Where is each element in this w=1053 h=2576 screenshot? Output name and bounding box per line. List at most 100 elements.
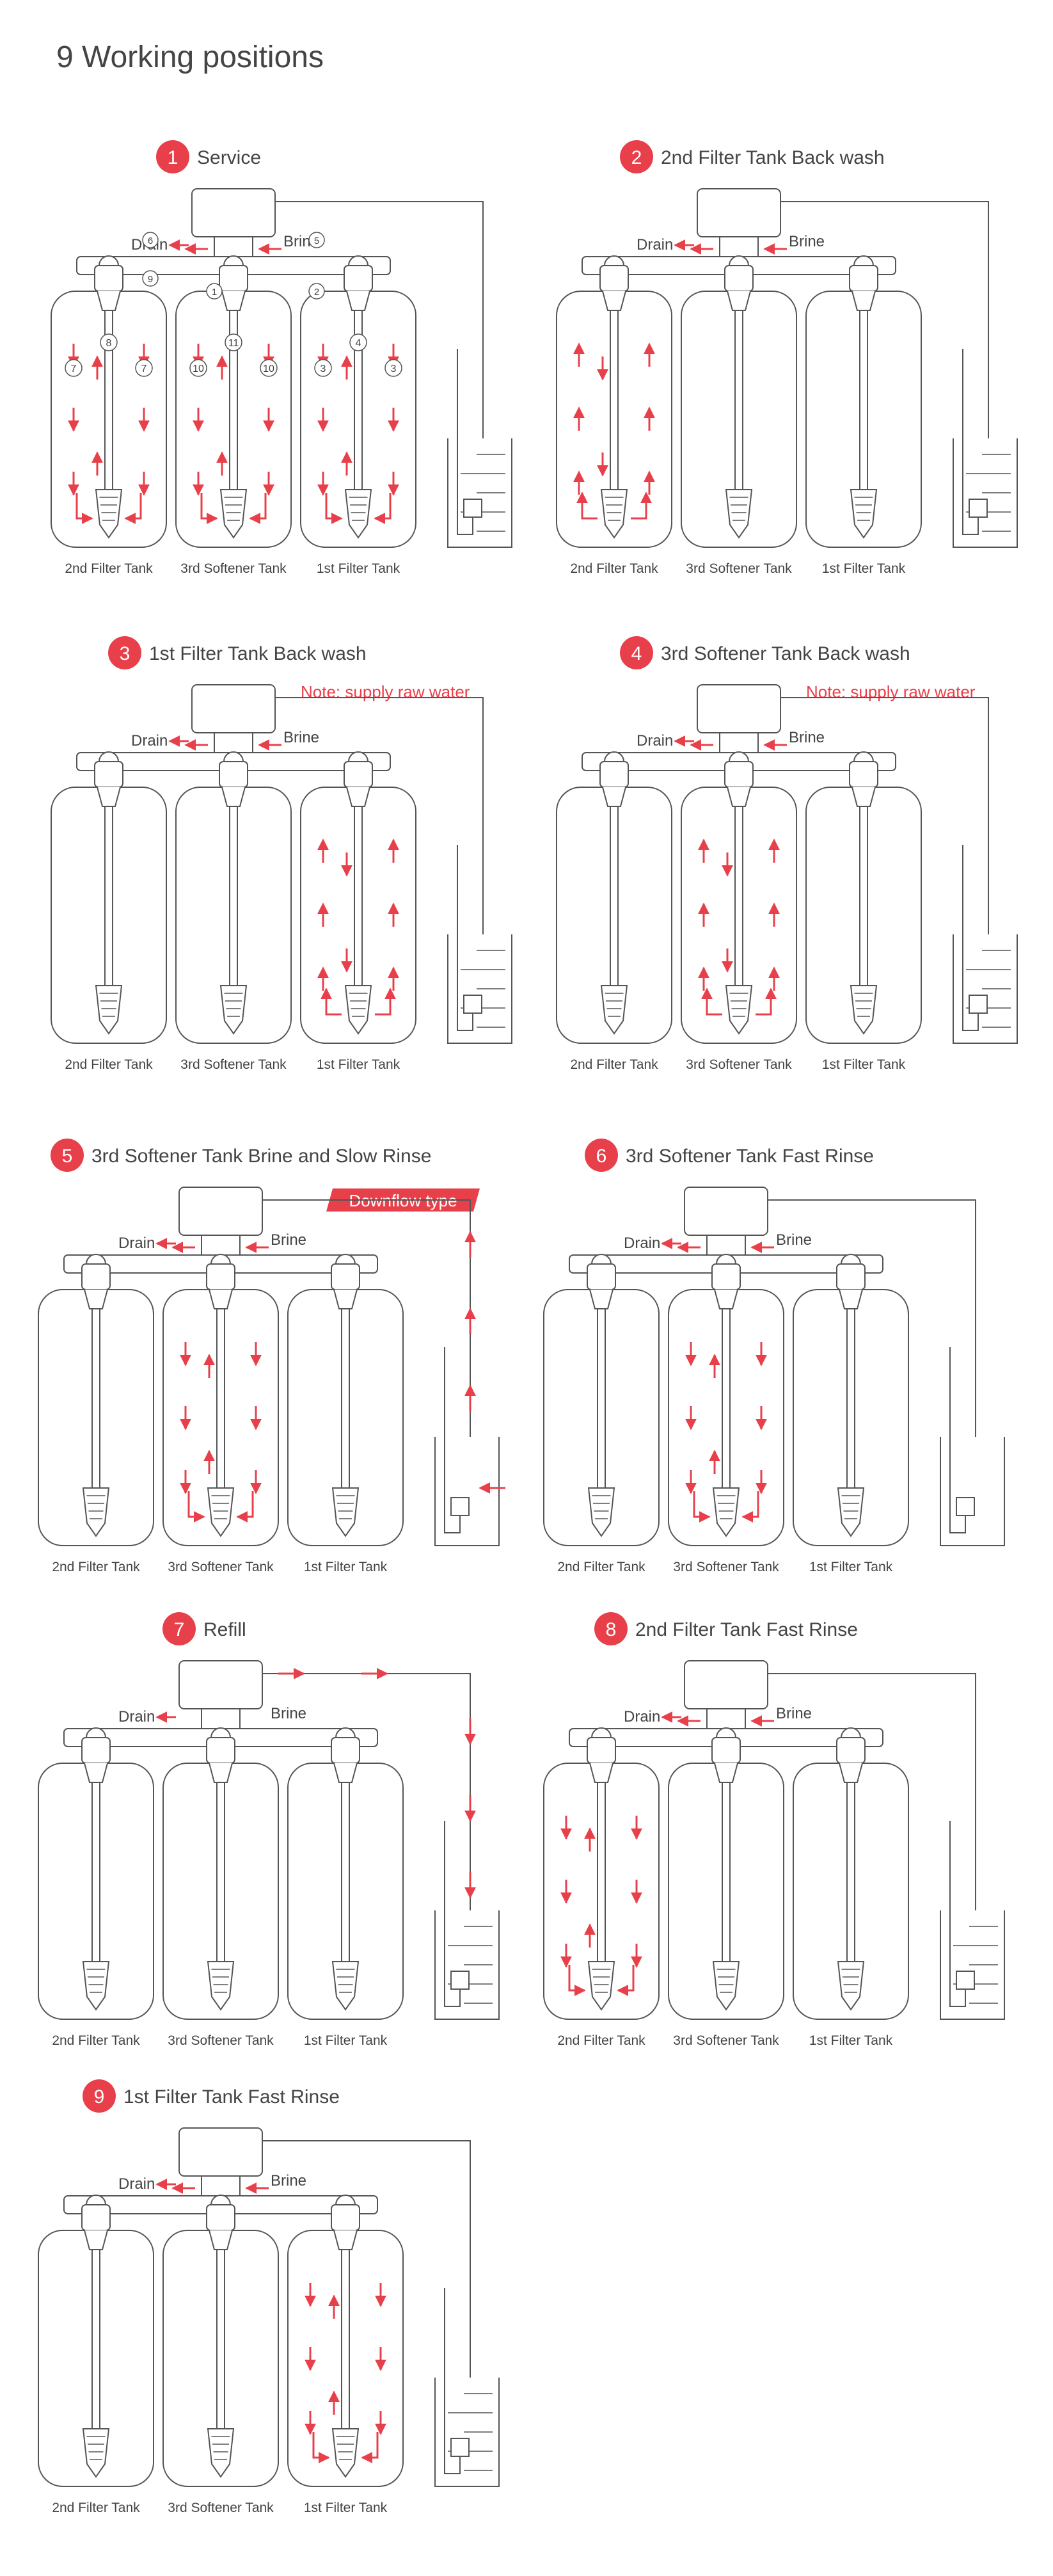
tank-2: 1st Filter Tank xyxy=(805,761,922,1072)
riser-tube xyxy=(597,1308,606,1489)
brine-pipe xyxy=(768,1199,976,1437)
brine-tank-body xyxy=(447,438,512,548)
tank-1: 3rd Softener Tank xyxy=(175,265,292,576)
bottom-distributor xyxy=(207,1487,235,1537)
tank-head xyxy=(206,2204,235,2231)
brine-label: Brine xyxy=(789,233,825,250)
brine-tank xyxy=(434,1821,500,2020)
flow-arrow xyxy=(701,988,722,1016)
tank-label: 3rd Softener Tank xyxy=(168,2500,274,2515)
tank-head xyxy=(331,1263,360,1290)
bottom-distributor xyxy=(344,489,372,539)
flow-marker-label: 4 xyxy=(356,338,361,349)
tank-label: 2nd Filter Tank xyxy=(52,2033,140,2048)
riser-tube xyxy=(734,806,743,986)
tank-head xyxy=(711,1263,741,1290)
tank-label: 1st Filter Tank xyxy=(822,561,906,576)
riser-tube xyxy=(859,310,868,490)
step-title: 1st Filter Tank Back wash xyxy=(149,643,367,664)
step-badge xyxy=(83,2079,116,2113)
tank-label: 3rd Softener Tank xyxy=(673,1560,779,1574)
step-title: 2nd Filter Tank Back wash xyxy=(661,147,885,168)
step-number: 1 xyxy=(168,147,178,168)
tank-label: 3rd Softener Tank xyxy=(673,2033,779,2048)
control-valve xyxy=(178,1187,263,1236)
step-number: 2 xyxy=(631,147,642,168)
tank-head xyxy=(344,761,373,788)
bottom-distributor xyxy=(587,1487,615,1537)
bottom-distributor xyxy=(331,1487,360,1537)
flow-marker-label: 3 xyxy=(321,364,326,374)
tank-head xyxy=(849,265,878,292)
tank-0: 2nd Filter Tank xyxy=(51,265,167,576)
bottom-distributor xyxy=(95,985,123,1035)
brine-tank xyxy=(434,1347,500,1546)
tank-head xyxy=(711,1737,741,1764)
brine-line xyxy=(962,845,979,1031)
tank-label: 2nd Filter Tank xyxy=(557,1560,645,1574)
tank-label: 2nd Filter Tank xyxy=(65,1057,153,1072)
step-badge xyxy=(620,140,653,173)
drain-label: Drain xyxy=(118,1235,155,1252)
tank-label: 3rd Softener Tank xyxy=(180,1057,287,1072)
tank-1: 3rd Softener Tank xyxy=(668,1737,784,2048)
bottom-distributor xyxy=(850,489,878,539)
tank-label: 3rd Softener Tank xyxy=(686,1057,792,1072)
riser-tube xyxy=(91,1782,100,1962)
brine-line xyxy=(444,1821,461,2007)
brine-line xyxy=(962,349,979,535)
tank-label: 3rd Softener Tank xyxy=(168,1560,274,1574)
bottom-distributor xyxy=(344,985,372,1035)
flow-arrow xyxy=(568,1965,586,1996)
brine-valve-box xyxy=(969,499,988,518)
riser-tube xyxy=(859,806,868,986)
step-title: 1st Filter Tank Fast Rinse xyxy=(123,2086,340,2108)
tank-1: 3rd Softener Tank xyxy=(162,1263,279,1574)
tank-label: 1st Filter Tank xyxy=(809,1560,893,1574)
tank-head xyxy=(599,265,629,292)
flow-marker-label: 10 xyxy=(263,364,274,374)
tank-2: 1st Filter Tank xyxy=(793,1263,909,1574)
flow-marker xyxy=(314,359,332,377)
brine-valve-box xyxy=(956,1971,975,1990)
riser-tube xyxy=(354,806,363,986)
drain-label: Drain xyxy=(637,732,673,749)
bottom-distributor xyxy=(95,489,123,539)
tank-head xyxy=(81,1737,111,1764)
riser-tube xyxy=(722,1782,731,1962)
valve-marker-label: 6 xyxy=(148,236,153,246)
control-valve xyxy=(697,188,781,237)
tank-label: 2nd Filter Tank xyxy=(52,2500,140,2515)
bottom-distributor xyxy=(725,489,753,539)
brine-valve-box xyxy=(956,1497,975,1516)
brine-tank xyxy=(953,349,1018,548)
tank-head xyxy=(206,1737,235,1764)
step-title: 2nd Filter Tank Fast Rinse xyxy=(635,1619,858,1640)
brine-pipe xyxy=(262,1673,471,1910)
flow-arrow xyxy=(375,988,396,1016)
flow-arrow xyxy=(741,1491,759,1523)
brine-tank-body xyxy=(447,934,512,1044)
tank-label: 1st Filter Tank xyxy=(304,1560,388,1574)
brine-pipe xyxy=(275,201,484,438)
control-valve xyxy=(697,684,781,733)
brine-label: Brine xyxy=(271,1705,306,1722)
step-number: 4 xyxy=(631,643,642,664)
flow-arrow xyxy=(249,493,267,524)
bottom-distributor xyxy=(82,1487,110,1537)
brine-valve-box xyxy=(463,499,482,518)
flow-arrow xyxy=(75,493,93,524)
flow-arrow xyxy=(325,493,343,524)
valve-marker xyxy=(142,232,159,248)
drain-label: Drain xyxy=(637,236,673,253)
brine-label: Brine xyxy=(283,729,319,746)
riser-tube xyxy=(597,1782,606,1962)
flow-arrow xyxy=(693,1491,711,1523)
riser-tube xyxy=(341,1308,350,1489)
drain-label: Drain xyxy=(624,1708,660,1725)
flow-marker xyxy=(225,333,242,351)
flow-arrow xyxy=(576,492,598,520)
drain-label: Drain xyxy=(118,2175,155,2193)
flow-arrow xyxy=(200,493,218,524)
